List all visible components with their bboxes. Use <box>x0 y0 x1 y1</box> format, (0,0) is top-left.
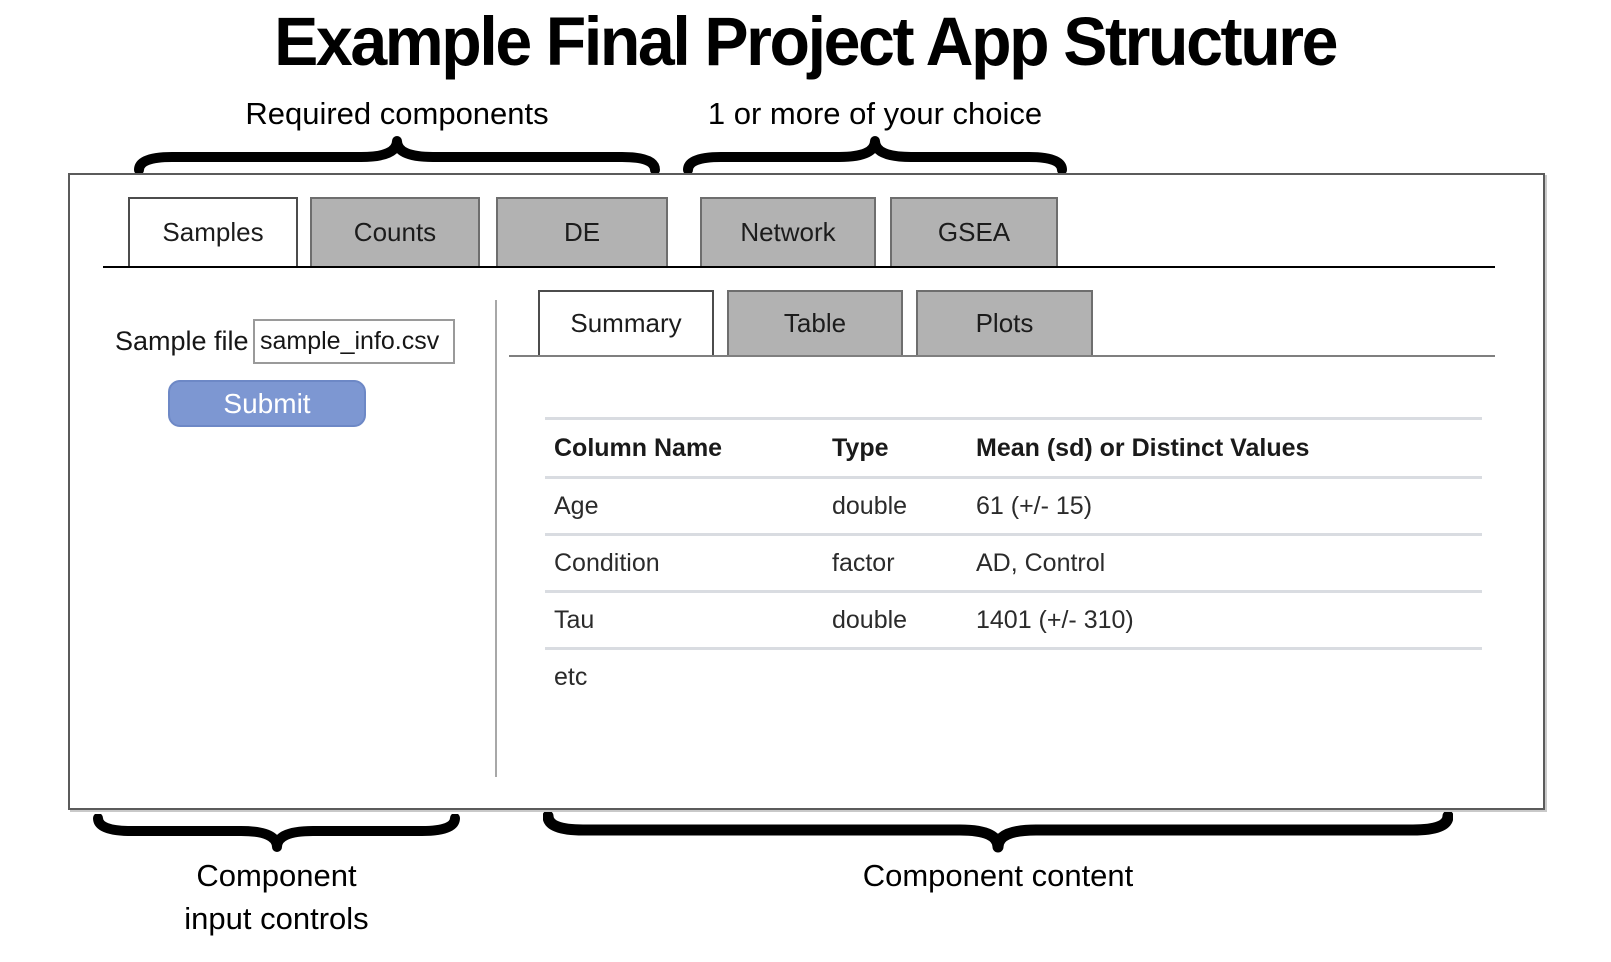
table-header-type: Type <box>832 433 889 462</box>
label-required-components: Required components <box>245 96 549 131</box>
table-cell: Condition <box>554 548 660 577</box>
table-cell: etc <box>554 662 588 691</box>
tab-network[interactable]: Network <box>700 197 876 268</box>
summary-table: Column Name Type Mean (sd) or Distinct V… <box>545 417 1482 704</box>
sub-tabbar-underline <box>509 355 1495 357</box>
table-header-column-name: Column Name <box>554 433 723 462</box>
submit-button[interactable]: Submit <box>168 380 366 427</box>
table-cell: 61 (+/- 15) <box>976 491 1093 520</box>
label-one-or-more-choice: 1 or more of your choice <box>707 96 1043 131</box>
panel-divider <box>495 300 497 777</box>
app-window: Samples Counts DE Network GSEA Sample fi… <box>68 173 1545 810</box>
subtab-summary[interactable]: Summary <box>538 290 714 357</box>
table-row: etc <box>545 647 1482 704</box>
label-component-input-controls-line2: input controls <box>184 901 369 936</box>
overbrace-required-components-icon <box>134 136 660 174</box>
table-cell: Age <box>554 491 599 520</box>
table-cell: Tau <box>554 605 595 634</box>
subtab-plots[interactable]: Plots <box>916 290 1093 357</box>
table-row: Tau double 1401 (+/- 310) <box>545 590 1482 647</box>
tab-de[interactable]: DE <box>496 197 668 268</box>
table-header-row: Column Name Type Mean (sd) or Distinct V… <box>545 417 1482 476</box>
underbrace-input-controls-icon <box>93 814 460 852</box>
main-tabbar-underline <box>103 266 1495 268</box>
tab-gsea[interactable]: GSEA <box>890 197 1058 268</box>
label-component-content: Component content <box>862 858 1134 893</box>
table-cell: AD, Control <box>976 548 1106 577</box>
page-title: Example Final Project App Structure <box>0 2 1611 81</box>
label-component-input-controls-line1: Component <box>196 858 357 893</box>
table-cell: double <box>832 605 908 634</box>
sample-file-label: Sample file <box>115 326 249 356</box>
table-row: Condition factor AD, Control <box>545 533 1482 590</box>
overbrace-your-choice-icon <box>683 136 1067 174</box>
tab-samples[interactable]: Samples <box>128 197 298 268</box>
sample-file-input[interactable] <box>253 319 455 364</box>
label-component-input-controls: Component input controls <box>93 854 460 940</box>
table-cell: factor <box>832 548 895 577</box>
subtab-table[interactable]: Table <box>727 290 903 357</box>
table-header-mean-sd: Mean (sd) or Distinct Values <box>976 433 1310 462</box>
table-row: Age double 61 (+/- 15) <box>545 476 1482 533</box>
page-title-text: Example Final Project App Structure <box>274 3 1338 80</box>
tab-counts[interactable]: Counts <box>310 197 480 268</box>
table-cell: 1401 (+/- 310) <box>976 605 1134 634</box>
table-cell: double <box>832 491 908 520</box>
underbrace-component-content-icon <box>543 812 1453 853</box>
